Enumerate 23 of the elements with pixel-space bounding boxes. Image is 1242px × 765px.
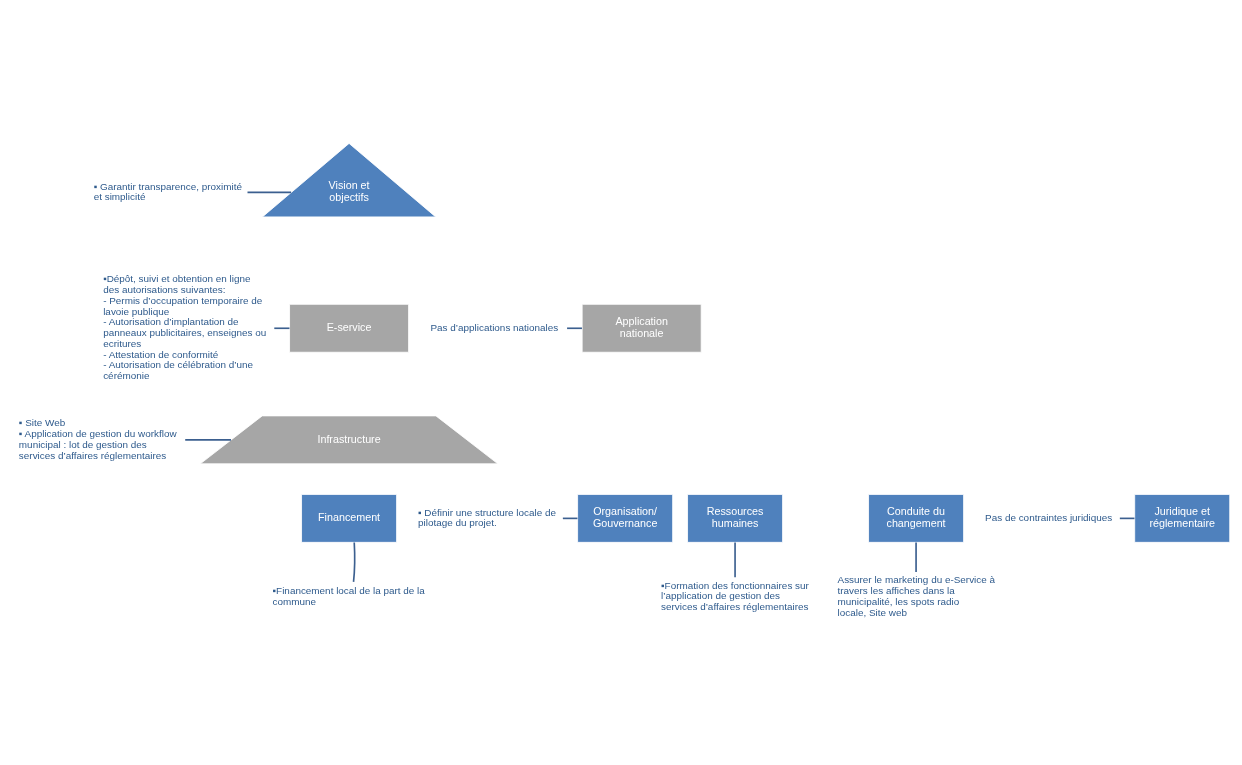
node-text: ▪ Définir une structure locale de pilotage du projet. xyxy=(418,506,556,529)
connector xyxy=(352,541,356,583)
node-text: ▪ Site Web ▪ Application de gestion du workflow municipal : lot de gestion des services d’affaires réglementaires xyxy=(18,417,177,461)
node-box: E-service xyxy=(289,303,409,353)
node-text: ▪Dépôt, suivi et obtention en ligne des autorisations suivantes: - Permis d’occupation temporaire de lavoie publique - Autorisation d’implantation de panneaux publicitaires, enseignes ou ecritures - Attestation de conformité - Autorisation de célébration d’une cérémonie xyxy=(103,273,267,382)
node-box: Juridique et réglementaire xyxy=(1134,494,1231,543)
connector xyxy=(246,191,292,194)
connector xyxy=(915,541,917,573)
node-box: Application nationale xyxy=(581,303,702,353)
connector xyxy=(273,327,291,330)
connector xyxy=(734,541,736,579)
connector xyxy=(184,439,232,441)
node-box: Conduite du changement xyxy=(868,494,964,543)
node-box: Organisation/ Gouvernance xyxy=(577,494,674,543)
connector xyxy=(566,327,583,330)
node-text: Pas de contraintes juridiques xyxy=(985,511,1113,523)
node-box: Ressources humaines xyxy=(687,494,783,543)
node-box: Financement xyxy=(301,494,397,543)
node-text: ▪Formation des fonctionnaires sur l’application de gestion des services d’affaires réglementaires xyxy=(661,579,809,613)
node-text: ▪Financement local de la part de la commune xyxy=(272,585,425,607)
node-text: Assurer le marketing du e-Service à travers les affiches dans la municipalité, les spots radio locale, Site web xyxy=(837,574,996,618)
node-text: Pas d’applications nationales xyxy=(430,321,559,333)
node-text: ▪ Garantir transparence, proximité et simplicité xyxy=(93,180,242,203)
